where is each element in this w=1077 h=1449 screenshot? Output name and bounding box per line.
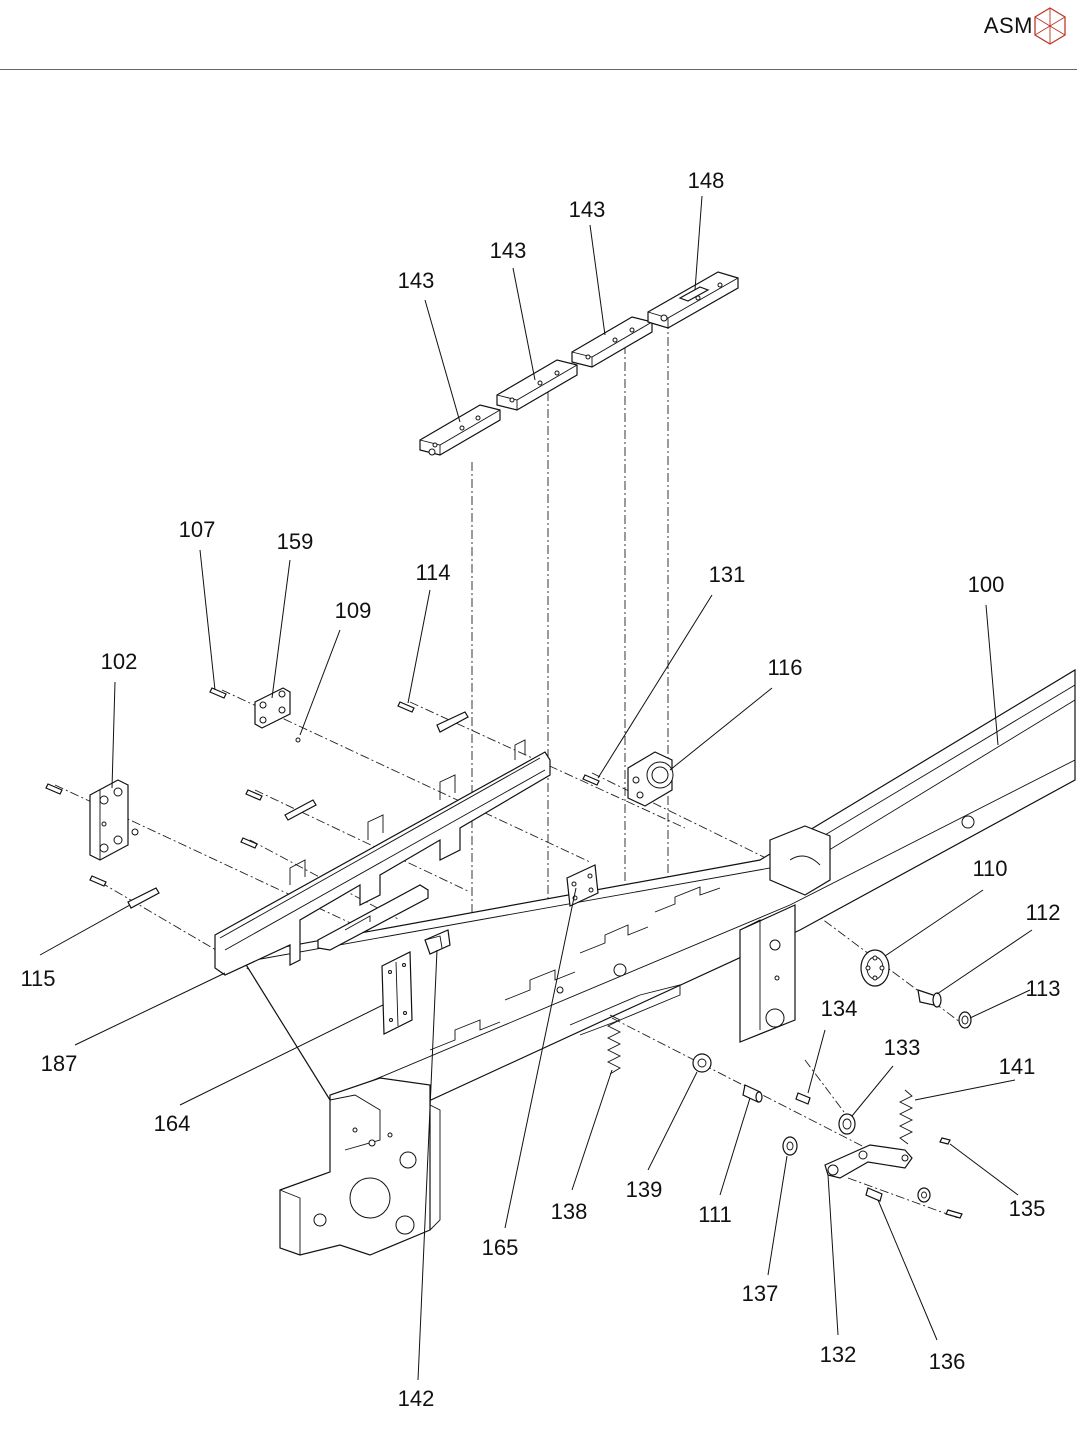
callout-143-c: 143 xyxy=(569,197,606,222)
bolt-112 xyxy=(918,990,941,1007)
pin-136 xyxy=(866,1188,882,1201)
lever-132 xyxy=(825,1145,912,1178)
slider-block-143-b xyxy=(497,360,577,410)
callout-148: 148 xyxy=(688,168,725,193)
wheel-110 xyxy=(861,950,889,986)
callout-143-a: 143 xyxy=(398,268,435,293)
pin-111 xyxy=(743,1085,762,1102)
callout-113: 113 xyxy=(1025,976,1060,1001)
callout-109: 109 xyxy=(335,598,372,623)
slider-block-143-a xyxy=(420,405,500,455)
callout-100: 100 xyxy=(968,572,1005,597)
alignment-lines xyxy=(55,320,968,1218)
callout-139: 139 xyxy=(626,1177,663,1202)
callout-134: 134 xyxy=(821,996,858,1021)
callout-142: 142 xyxy=(398,1386,435,1411)
roller-133 xyxy=(839,1114,855,1134)
bushing-139 xyxy=(693,1054,711,1072)
callout-111: 111 xyxy=(698,1202,731,1227)
callout-107: 107 xyxy=(179,517,216,542)
callout-102: 102 xyxy=(101,649,138,674)
slider-block-143-c xyxy=(572,317,652,367)
callout-116: 116 xyxy=(767,655,802,680)
callout-164: 164 xyxy=(154,1111,191,1136)
spring-141 xyxy=(900,1090,912,1144)
callout-187: 187 xyxy=(41,1051,78,1076)
slider-block-148 xyxy=(648,272,738,328)
callout-112: 112 xyxy=(1025,900,1060,925)
callout-132: 132 xyxy=(820,1342,857,1367)
pin-134 xyxy=(796,1093,810,1104)
callout-159: 159 xyxy=(277,529,314,554)
washer-113 xyxy=(959,1012,971,1028)
callout-165: 165 xyxy=(482,1235,519,1260)
gear-116 xyxy=(628,752,673,806)
callout-131: 131 xyxy=(709,562,746,587)
callout-110: 110 xyxy=(972,856,1007,881)
roller-137 xyxy=(783,1137,797,1155)
callout-136: 136 xyxy=(929,1349,966,1374)
callout-138: 138 xyxy=(551,1199,588,1224)
callout-133: 133 xyxy=(884,1035,921,1060)
callout-143-b: 143 xyxy=(490,238,527,263)
callout-115: 115 xyxy=(20,966,55,991)
callout-141: 141 xyxy=(999,1054,1036,1079)
callout-135: 135 xyxy=(1009,1196,1046,1221)
callout-114: 114 xyxy=(415,560,450,585)
callout-137: 137 xyxy=(742,1281,779,1306)
bracket-102 xyxy=(90,780,128,860)
